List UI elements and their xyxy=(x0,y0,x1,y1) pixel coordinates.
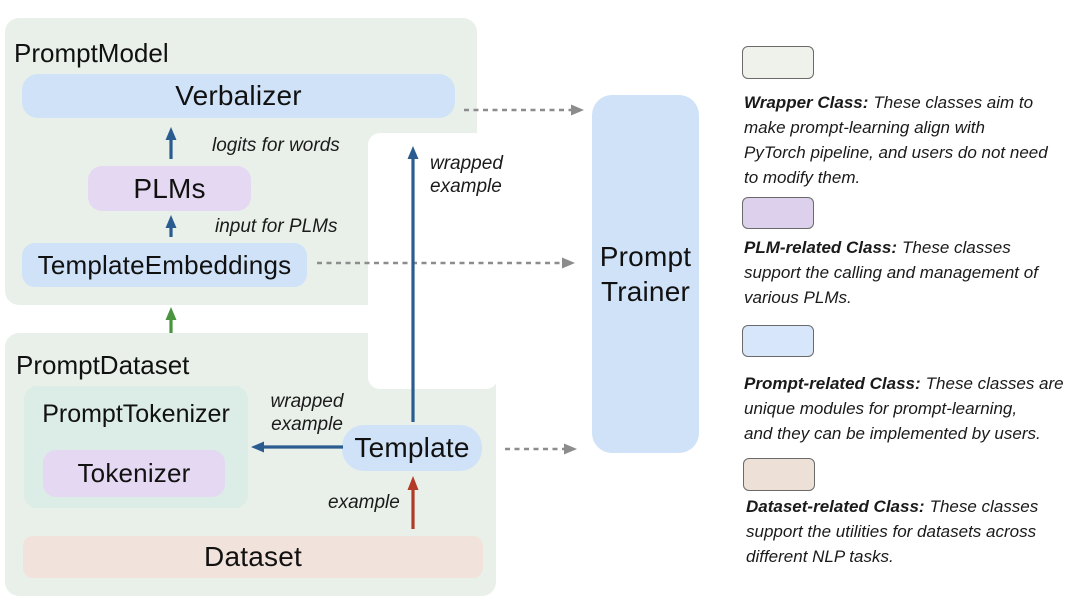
dashed-arrowhead-verbalizer-icon xyxy=(571,104,584,116)
dashed-arrowhead-embeddings-icon xyxy=(562,257,575,269)
tokenizer-box: Tokenizer xyxy=(43,450,225,497)
legend-text-wrapper-class: Wrapper Class:These classes aim to make … xyxy=(744,90,1048,190)
legend-text-dataset-class: Dataset-related Class:These classes supp… xyxy=(746,494,1038,569)
legend-lead-wrapper-class: Wrapper Class: xyxy=(744,93,869,112)
legend-swatch-plm-class xyxy=(742,197,814,229)
legend-swatch-prompt-class xyxy=(742,325,814,357)
legend-line: support the utilities for datasets acros… xyxy=(746,522,1037,541)
legend-swatch-wrapper-class xyxy=(742,46,814,79)
plms-box: PLMs xyxy=(88,166,251,211)
prompt-dataset-title: PromptDataset xyxy=(16,350,190,380)
legend-line: PyTorch pipeline, and users do not need xyxy=(744,143,1048,162)
legend-rest-wrapper-class: These classes aim to xyxy=(873,93,1034,112)
dashed-arrowhead-template-icon xyxy=(564,443,577,455)
legend-lead-prompt-class: Prompt-related Class: xyxy=(744,374,921,393)
legend-line: different NLP tasks. xyxy=(746,547,894,566)
example-label: example xyxy=(328,492,400,513)
arrowhead-dataset-to-model-icon xyxy=(165,307,177,320)
legend-rest-plm-class: These classes xyxy=(902,238,1011,257)
input-for-plms-label: input for PLMs xyxy=(215,216,338,237)
prompt-trainer-line1: Prompt xyxy=(599,241,692,272)
template-embeddings-box: TemplateEmbeddings xyxy=(22,243,307,287)
wrapped-example-tall-line2: example xyxy=(430,176,502,197)
prompt-trainer-box: Prompt Trainer xyxy=(592,95,699,453)
legend-line: and they can be implemented by users. xyxy=(744,424,1041,443)
legend-line: unique modules for prompt-learning, xyxy=(744,399,1018,418)
prompt-trainer-line2: Trainer xyxy=(600,276,691,307)
verbalizer-box: Verbalizer xyxy=(22,74,455,118)
legend-rest-prompt-class: These classes are xyxy=(925,374,1064,393)
arrow-channel-cutout xyxy=(368,133,498,389)
legend-lead-dataset-class: Dataset-related Class: xyxy=(746,497,925,516)
legend-rest-dataset-class: These classes xyxy=(929,497,1039,516)
legend-swatch-dataset-class xyxy=(743,458,815,491)
wrapped-example-tall-line1: wrapped xyxy=(430,153,503,174)
dataset-box: Dataset xyxy=(23,536,483,578)
legend-text-prompt-class: Prompt-related Class:These classes are u… xyxy=(744,371,1064,446)
logits-for-words-label: logits for words xyxy=(212,135,340,156)
legend-line: support the calling and management of xyxy=(744,263,1038,282)
prompt-tokenizer-label: PromptTokenizer xyxy=(42,400,230,428)
legend-text-plm-class: PLM-related Class:These classes support … xyxy=(744,235,1038,310)
legend-line: to modify them. xyxy=(744,168,861,187)
wrapped-example-label-left: wrapped example xyxy=(262,390,352,436)
wrapped-example-left-line1: wrapped xyxy=(270,391,344,412)
prompt-trainer-label: Prompt Trainer xyxy=(600,239,691,309)
prompt-model-title: PromptModel xyxy=(14,38,169,68)
template-box: Template xyxy=(342,425,482,471)
wrapped-example-left-line2: example xyxy=(271,414,343,435)
legend-line: various PLMs. xyxy=(744,288,852,307)
legend-lead-plm-class: PLM-related Class: xyxy=(744,238,898,257)
legend-line: make prompt-learning align with xyxy=(744,118,985,137)
wrapped-example-label-tall: wrapped example xyxy=(430,152,503,198)
